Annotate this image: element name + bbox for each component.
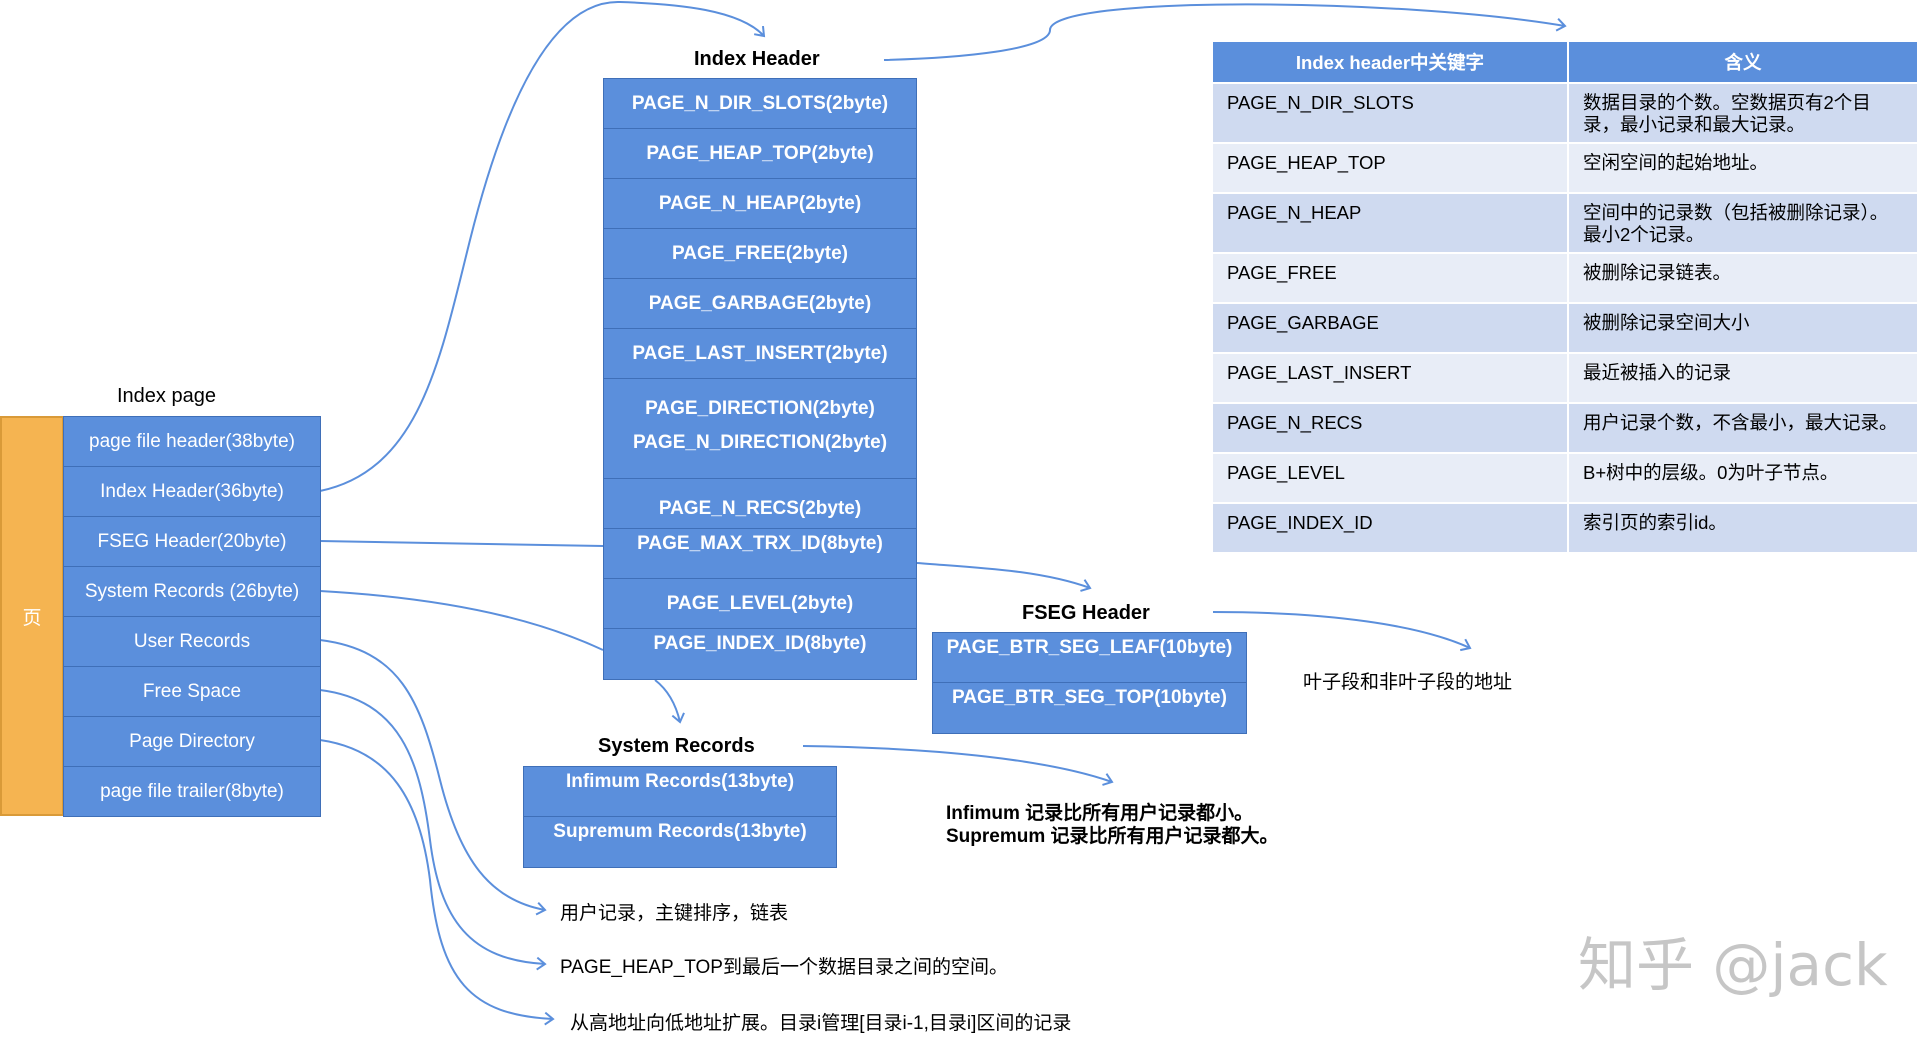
system-records-item-supremum: Supremum Records(13byte) (523, 816, 837, 868)
table-cell-key: PAGE_HEAP_TOP (1211, 142, 1569, 194)
table-row: PAGE_N_DIR_SLOTS 数据目录的个数。空数据页有2个目录，最小记录和… (1211, 82, 1919, 144)
free-space-note: PAGE_HEAP_TOP到最后一个数据目录之间的空间。 (560, 957, 1008, 978)
table-cell-value: 空闲空间的起始地址。 (1567, 142, 1919, 194)
index-page-item-system-records: System Records (26byte) (63, 566, 321, 617)
index-header-item-heap-top: PAGE_HEAP_TOP(2byte) (603, 128, 917, 179)
table-cell-key: PAGE_N_RECS (1211, 402, 1569, 454)
table-row: PAGE_N_RECS 用户记录个数，不含最小，最大记录。 (1211, 402, 1919, 454)
index-header-item-n-heap: PAGE_N_HEAP(2byte) (603, 178, 917, 229)
system-records-note-connector (802, 745, 1114, 786)
table-cell-key: PAGE_FREE (1211, 252, 1569, 304)
table-row: PAGE_INDEX_ID 索引页的索引id。 (1211, 502, 1919, 554)
index-header-meaning-table: Index header中关键字 含义 PAGE_N_DIR_SLOTS 数据目… (1211, 40, 1919, 554)
system-records-title: System Records (598, 735, 755, 757)
table-cell-value: 用户记录个数，不含最小，最大记录。 (1567, 402, 1919, 454)
fseg-header-title: FSEG Header (1022, 602, 1150, 624)
table-row: PAGE_GARBAGE 被删除记录空间大小 (1211, 302, 1919, 354)
index-header-item-n-recs: PAGE_N_RECS(2byte) (603, 478, 917, 529)
index-header-item-level: PAGE_LEVEL(2byte) (603, 578, 917, 629)
table-cell-key: PAGE_N_DIR_SLOTS (1211, 82, 1569, 144)
table-cell-value: 空间中的记录数（包括被删除记录）。最小2个记录。 (1567, 192, 1919, 254)
index-header-item-last-insert: PAGE_LAST_INSERT(2byte) (603, 328, 917, 379)
fseg-item-seg-top: PAGE_BTR_SEG_TOP(10byte) (932, 682, 1247, 734)
index-page-item-file-header: page file header(38byte) (63, 416, 321, 467)
index-page-item-page-directory: Page Directory (63, 716, 321, 767)
system-records-item-infimum: Infimum Records(13byte) (523, 766, 837, 817)
page-directory-connector (319, 739, 555, 1026)
index-header-connector (319, 0, 766, 492)
index-header-item-free: PAGE_FREE(2byte) (603, 228, 917, 279)
table-cell-key: PAGE_LAST_INSERT (1211, 352, 1569, 404)
table-cell-key: PAGE_INDEX_ID (1211, 502, 1569, 554)
table-cell-value: 被删除记录空间大小 (1567, 302, 1919, 354)
table-cell-key: PAGE_GARBAGE (1211, 302, 1569, 354)
table-row: PAGE_LEVEL B+树中的层级。0为叶子节点。 (1211, 452, 1919, 504)
table-row: PAGE_FREE 被删除记录链表。 (1211, 252, 1919, 304)
table-cell-key: PAGE_LEVEL (1211, 452, 1569, 504)
table-cell-value: 最近被插入的记录 (1567, 352, 1919, 404)
index-page-item-file-trailer: page file trailer(8byte) (63, 766, 321, 817)
index-page-item-fseg-header: FSEG Header(20byte) (63, 516, 321, 567)
user-records-note: 用户记录，主键排序，链表 (560, 903, 789, 924)
table-cell-key: PAGE_N_HEAP (1211, 192, 1569, 254)
index-header-item-n-direction: PAGE_N_DIRECTION(2byte) (603, 428, 917, 479)
table-row: PAGE_LAST_INSERT 最近被插入的记录 (1211, 352, 1919, 404)
fseg-note: 叶子段和非叶子段的地址 (1303, 672, 1513, 693)
index-header-item-n-dir-slots: PAGE_N_DIR_SLOTS(2byte) (603, 78, 917, 129)
table-row: PAGE_N_HEAP 空间中的记录数（包括被删除记录）。最小2个记录。 (1211, 192, 1919, 254)
user-records-connector (319, 639, 547, 916)
index-header-title: Index Header (694, 48, 820, 70)
system-records-note-infimum: Infimum 记录比所有用户记录都小。 (946, 803, 1254, 824)
table-header-meaning: 含义 (1567, 40, 1919, 84)
system-records-note-supremum: Supremum 记录比所有用户记录都大。 (946, 826, 1279, 847)
table-row: PAGE_HEAP_TOP 空闲空间的起始地址。 (1211, 142, 1919, 194)
index-page-item-index-header: Index Header(36byte) (63, 466, 321, 517)
system-records-connector-left (319, 590, 604, 651)
fseg-connector-right (916, 562, 1092, 592)
page-side-label: 页 (0, 416, 64, 816)
index-page-item-free-space: Free Space (63, 666, 321, 717)
free-space-connector (319, 689, 547, 971)
fseg-item-seg-leaf: PAGE_BTR_SEG_LEAF(10byte) (932, 632, 1247, 683)
table-cell-value: B+树中的层级。0为叶子节点。 (1567, 452, 1919, 504)
table-cell-value: 索引页的索引id。 (1567, 502, 1919, 554)
index-header-item-garbage: PAGE_GARBAGE(2byte) (603, 278, 917, 329)
index-page-item-user-records: User Records (63, 616, 321, 667)
index-header-item-index-id: PAGE_INDEX_ID(8byte) (603, 628, 917, 680)
index-header-item-max-trx-id: PAGE_MAX_TRX_ID(8byte) (603, 528, 917, 579)
watermark: 知乎 @jack (1578, 931, 1888, 999)
page-directory-note: 从高地址向低地址扩展。目录i管理[目录i-1,目录i]区间的记录 (570, 1013, 1072, 1034)
table-cell-value: 被删除记录链表。 (1567, 252, 1919, 304)
index-header-to-table-connector (883, 3, 1567, 61)
table-cell-value: 数据目录的个数。空数据页有2个目录，最小记录和最大记录。 (1567, 82, 1919, 144)
fseg-connector-left (319, 540, 604, 547)
fseg-note-connector (1212, 611, 1472, 652)
index-header-item-direction: PAGE_DIRECTION(2byte) (603, 378, 917, 429)
table-header-keyword: Index header中关键字 (1211, 40, 1569, 84)
index-page-title: Index page (117, 385, 216, 407)
system-records-connector-down (654, 679, 685, 724)
